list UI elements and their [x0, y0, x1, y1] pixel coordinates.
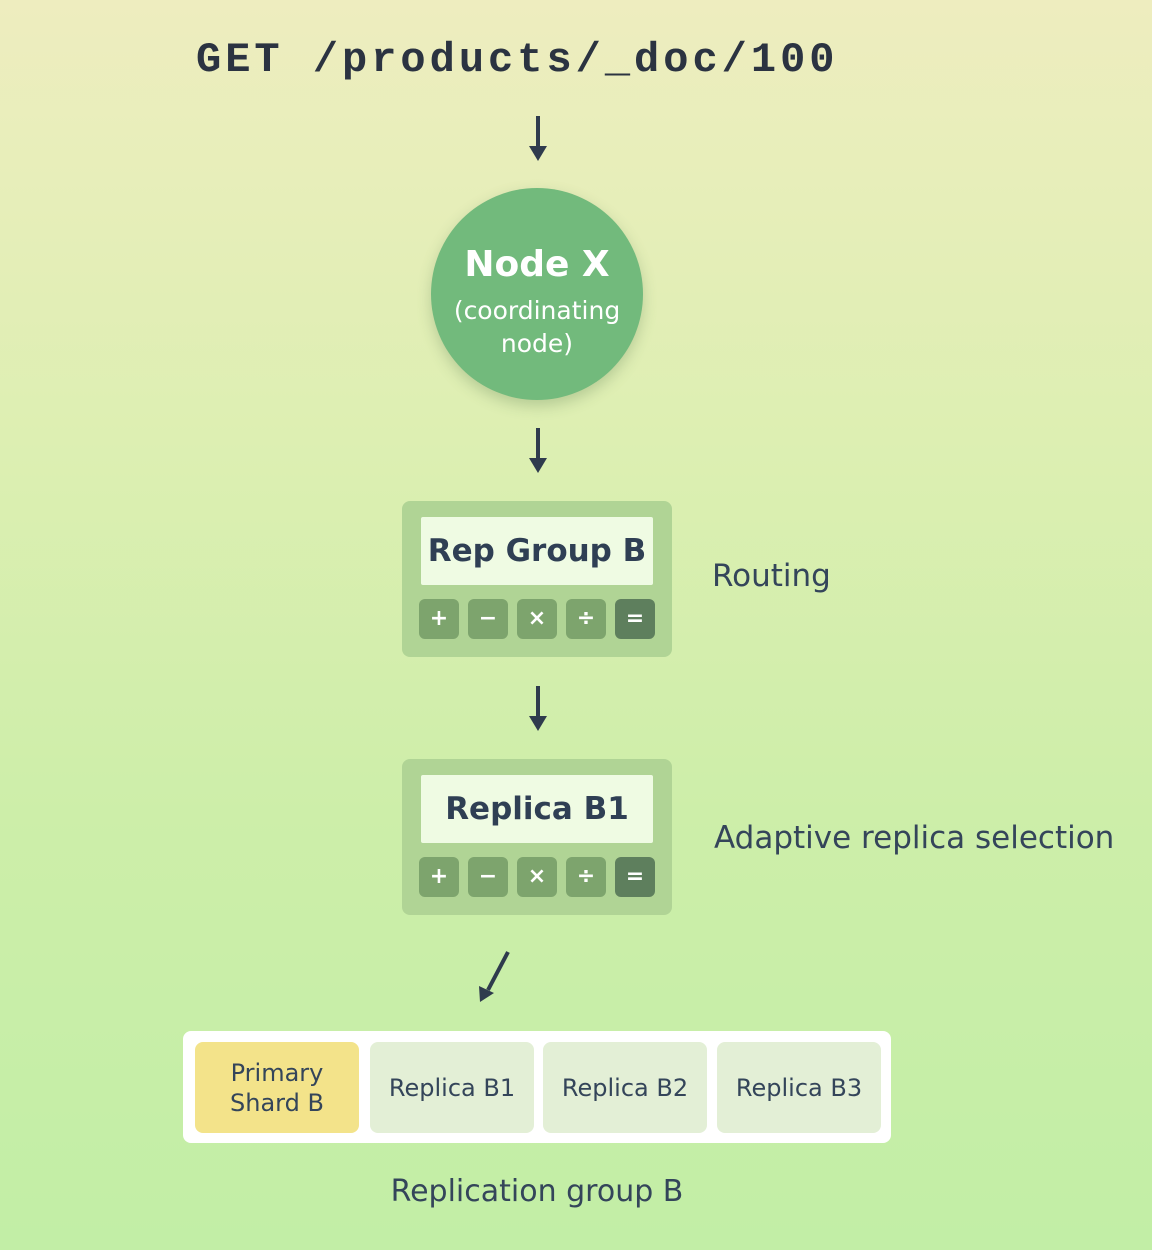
arrow-down-icon — [527, 428, 549, 474]
replica-shard-b2: Replica B2 — [543, 1042, 707, 1133]
routing-result: Rep Group B — [421, 517, 653, 585]
node-subtitle: (coordinating node) — [453, 296, 621, 358]
minus-key-icon: − — [468, 857, 508, 897]
multiply-key-icon: × — [517, 857, 557, 897]
node-title: Node X — [464, 244, 610, 285]
equals-key-icon: = — [615, 599, 655, 639]
plus-key-icon: + — [419, 857, 459, 897]
replica-shard-b1: Replica B1 — [370, 1042, 534, 1133]
coordinating-node: Node X (coordinating node) — [431, 188, 643, 400]
equals-key-icon: = — [615, 857, 655, 897]
arrow-diagonal-icon — [476, 950, 512, 1004]
arrow-down-icon — [527, 686, 549, 732]
replica-shard-b3: Replica B3 — [717, 1042, 881, 1133]
plus-key-icon: + — [419, 599, 459, 639]
multiply-key-icon: × — [517, 599, 557, 639]
minus-key-icon: − — [468, 599, 508, 639]
replica-selection-calculator: Replica B1 + − × ÷ = — [402, 759, 672, 915]
selected-replica: Replica B1 — [421, 775, 653, 843]
arrow-down-icon — [527, 116, 549, 162]
routing-label: Routing — [712, 558, 831, 594]
divide-key-icon: ÷ — [566, 857, 606, 897]
request-line: GET /products/_doc/100 — [196, 36, 839, 84]
replication-group-caption: Replication group B — [390, 1174, 684, 1209]
divide-key-icon: ÷ — [566, 599, 606, 639]
adaptive-replica-selection-label: Adaptive replica selection — [714, 820, 1115, 856]
replication-group: Primary Shard B Replica B1 Replica B2 Re… — [183, 1031, 891, 1143]
routing-calculator: Rep Group B + − × ÷ = — [402, 501, 672, 657]
primary-shard-b: Primary Shard B — [195, 1042, 359, 1133]
